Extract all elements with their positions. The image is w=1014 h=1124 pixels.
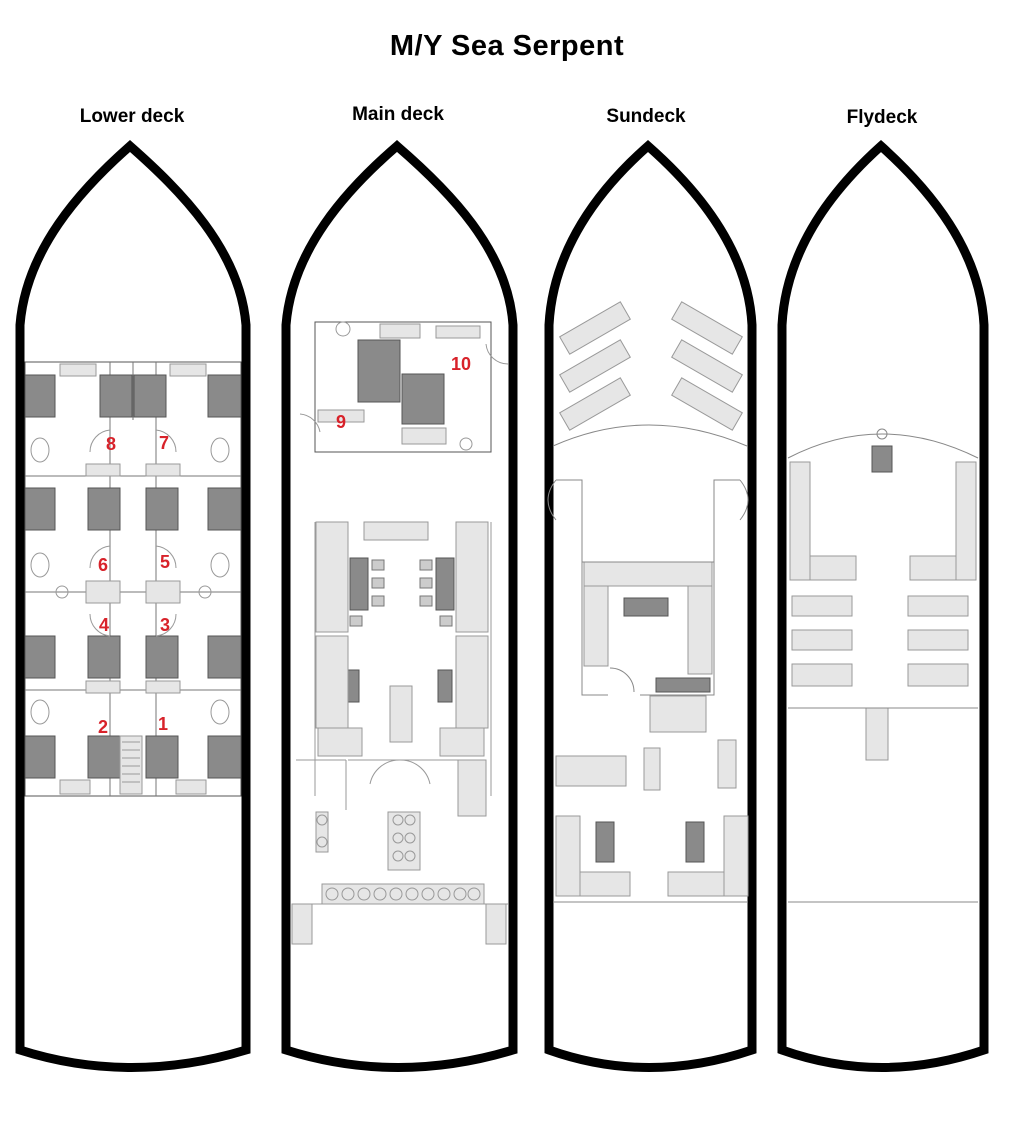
cabin-number-1: 1 [158,714,168,734]
cabin-number-3: 3 [160,615,170,635]
deck-label-fly: Flydeck [846,107,918,128]
main-deck-layout: 10 9 [291,321,509,945]
plan-title: M/Y Sea Serpent [389,30,625,62]
deck-label-lower: Lower deck [79,106,185,127]
cabin-number-2: 2 [98,717,108,737]
lower-deck-layout: 8 7 6 5 4 3 2 1 [24,361,242,797]
cabin-number-6: 6 [98,555,108,575]
hull-lower-deck [15,140,251,1072]
cabin-number-7: 7 [159,433,169,453]
hull-flydeck [777,139,989,1072]
cabin-number-8: 8 [106,434,116,454]
hull-main-deck [281,140,518,1072]
deck-label-main: Main deck [352,104,444,125]
cabin-number-5: 5 [160,552,170,572]
cabin-number-9: 9 [336,412,346,432]
cabin-number-10: 10 [451,354,471,374]
flydeck-layout [787,428,979,903]
deck-label-sun: Sundeck [606,106,686,127]
sundeck-layout [547,301,749,903]
hull-sundeck [544,140,757,1072]
cabin-number-4: 4 [99,615,109,635]
